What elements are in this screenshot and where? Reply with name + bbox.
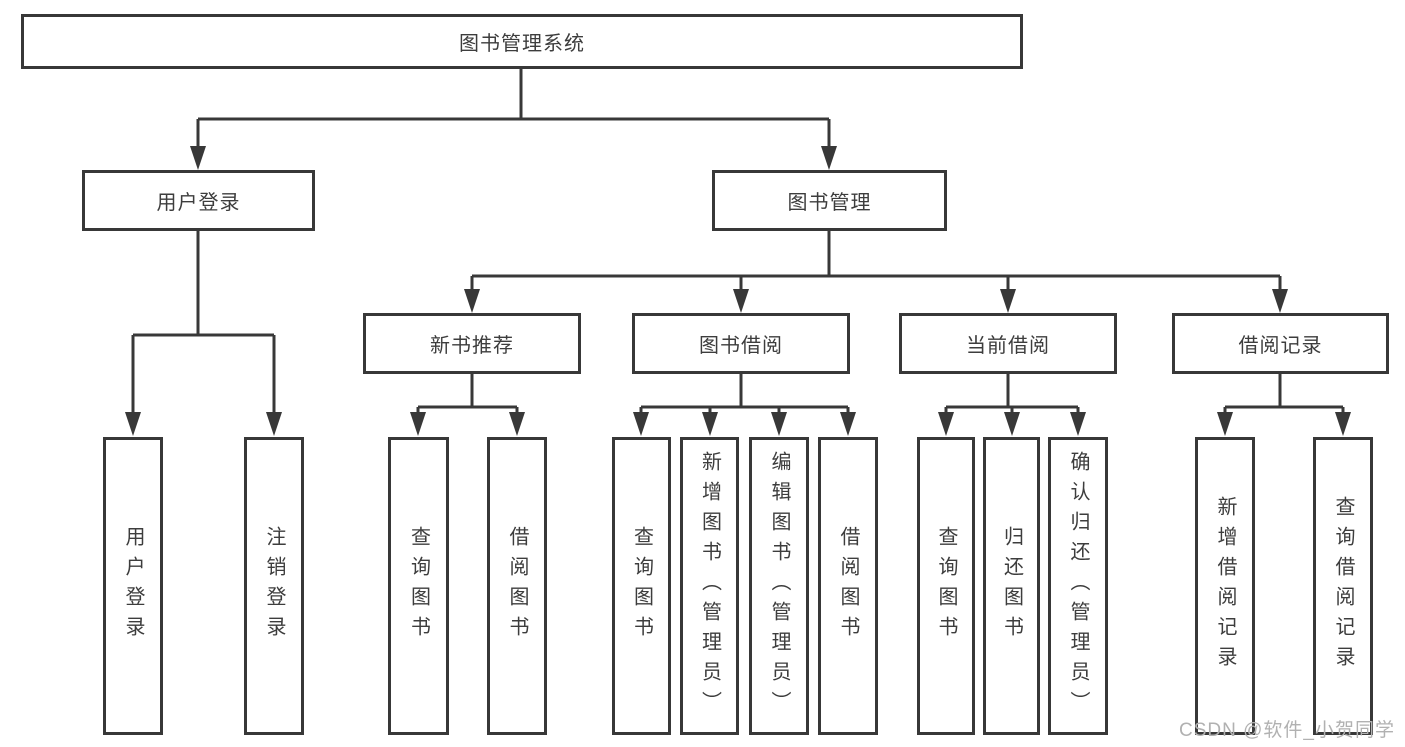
node-label: 当前借阅 [966,335,1050,357]
node-current-borrowing: 当前借阅 [899,313,1117,374]
node-borrowing-records: 借阅记录 [1172,313,1389,374]
node-label: 图书借阅 [699,335,783,357]
node-label: 查询图书 [935,526,957,646]
node-label: 用户登录 [122,526,144,646]
node-label: 图书管理系统 [459,33,585,55]
node-book-management: 图书管理 [712,170,947,231]
node-label: 图书管理 [787,192,872,214]
node-root-library-system: 图书管理系统 [21,14,1023,69]
leaf-borrow-book-recommend: 借阅图书 [487,437,547,735]
node-label: 归还图书 [1000,526,1023,646]
leaf-query-book-current: 查询图书 [917,437,975,735]
node-label: 查询图书 [630,526,653,646]
node-label: 注销登录 [263,526,285,646]
leaf-user-login: 用户登录 [103,437,163,735]
leaf-query-borrow-record: 查询借阅记录 [1313,437,1373,735]
node-label: 用户登录 [156,192,241,214]
node-label: 确认归还（管理员） [1067,451,1089,721]
node-label: 借阅图书 [506,526,528,646]
leaf-borrow-book: 借阅图书 [818,437,878,735]
leaf-logout: 注销登录 [244,437,304,735]
node-label: 查询图书 [407,526,430,646]
node-label: 新增借阅记录 [1214,496,1236,676]
node-label: 借阅图书 [837,526,859,646]
leaf-query-book-recommend: 查询图书 [388,437,449,735]
node-label: 新增图书（管理员） [698,451,721,721]
node-label: 查询借阅记录 [1332,496,1354,676]
csdn-watermark: CSDN @软件_小贺同学 [1179,720,1395,741]
node-user-login: 用户登录 [82,170,315,231]
leaf-add-borrow-record: 新增借阅记录 [1195,437,1255,735]
node-book-borrowing: 图书借阅 [632,313,850,374]
leaf-query-book-borrow: 查询图书 [612,437,671,735]
node-label: 借阅记录 [1238,335,1323,357]
node-label: 编辑图书（管理员） [768,451,790,721]
node-new-book-recommend: 新书推荐 [363,313,581,374]
leaf-add-book-admin: 新增图书（管理员） [680,437,739,735]
leaf-return-book: 归还图书 [983,437,1040,735]
leaf-confirm-return-admin: 确认归还（管理员） [1048,437,1108,735]
leaf-edit-book-admin: 编辑图书（管理员） [749,437,809,735]
node-label: 新书推荐 [430,335,514,357]
